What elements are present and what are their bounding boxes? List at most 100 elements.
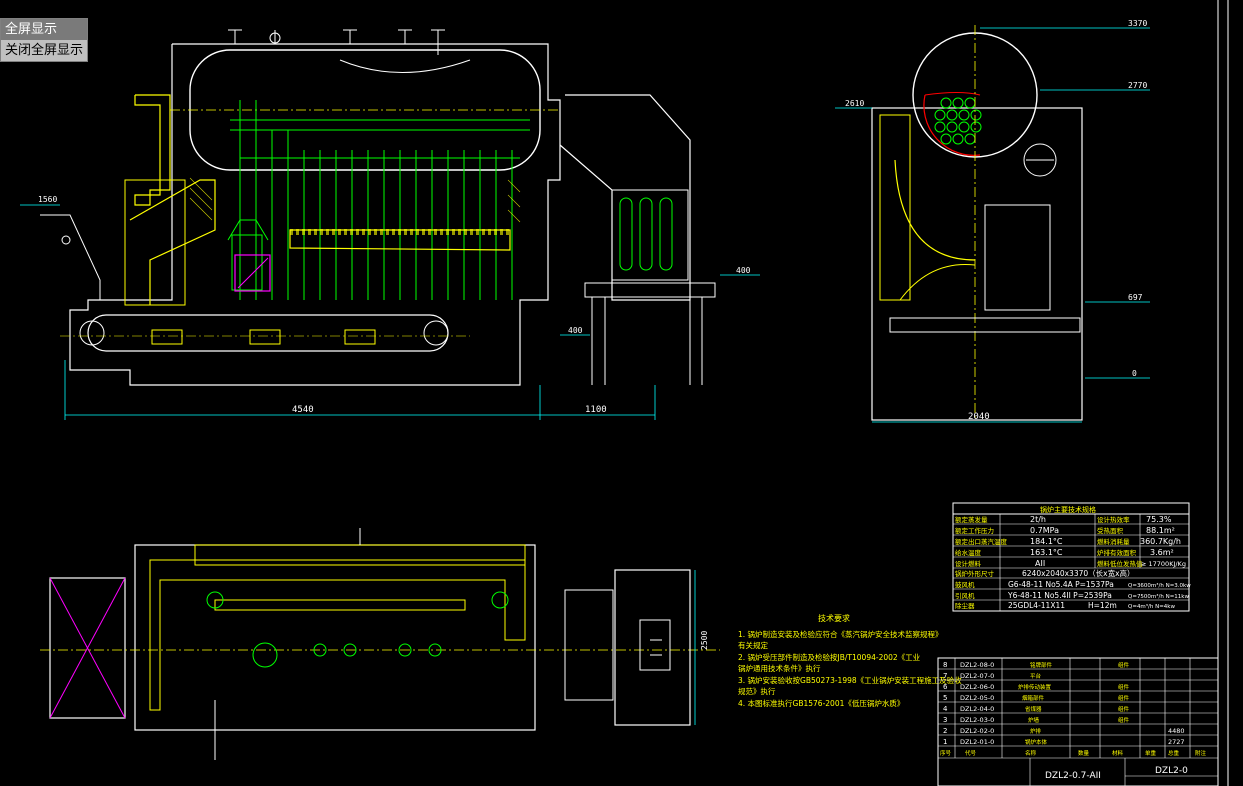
part-r0-name: 铭牌部件	[1030, 661, 1053, 669]
part-r4-code: DZL2-04-0	[960, 705, 994, 713]
part-r2-note: 组件	[1118, 683, 1130, 691]
part-r7-code: DZL2-01-0	[960, 738, 994, 746]
part-r7-weight: 2727	[1168, 738, 1185, 746]
parts-header-total-weight: 总重	[1168, 749, 1180, 757]
dim-side-top: 3370	[1128, 19, 1147, 28]
title-block-drawing-no: DZL2-0	[1155, 766, 1188, 776]
spec-table-title: 锅炉主要技术规格	[1040, 505, 1096, 514]
spec-r5-c0: 锅炉外形尺寸	[955, 569, 995, 578]
spec-r4-c1: AII	[1035, 559, 1045, 568]
spec-r0-c3: 75.3%	[1146, 515, 1172, 524]
spec-r3-c3: 3.6m²	[1150, 548, 1174, 557]
spec-r8-c3: Q=4m³/h N=4kw	[1128, 603, 1175, 610]
part-r2-no: 6	[943, 683, 948, 691]
part-r6-weight: 4480	[1168, 727, 1185, 735]
dim-front-left-height: 1560	[38, 195, 57, 204]
part-r3-code: DZL2-05-0	[960, 694, 994, 702]
part-r7-name: 锅炉本体	[1025, 738, 1048, 746]
parts-header-material: 材料	[1112, 749, 1124, 757]
spec-r2-c2: 燃料消耗量	[1097, 537, 1130, 546]
part-r5-note: 组件	[1118, 716, 1130, 724]
dim-front-400-a: 400	[736, 266, 751, 275]
dim-side-left: 2610	[845, 99, 864, 108]
dim-plan-height: 2500	[700, 631, 709, 650]
parts-header-no: 序号	[940, 749, 952, 757]
spec-table-cells: 额定蒸发量 2t/h 设计热效率 75.3% 额定工作压力 0.7MPa 受热面…	[955, 515, 1191, 610]
notes-line-4: 锅炉通用技术条件》执行	[738, 663, 821, 673]
spec-r0-c0: 额定蒸发量	[955, 515, 988, 524]
parts-header-unit-weight: 单重	[1145, 749, 1157, 757]
spec-r5-c1: 6240x2040x3370（长x宽x高）	[1022, 568, 1135, 578]
spec-r1-c3: 88.1m²	[1146, 526, 1175, 535]
notes-line-1: 1. 锅炉制造安装及检验应符合《蒸汽锅炉安全技术监察规程》	[738, 629, 943, 639]
parts-header-name: 名称	[1025, 749, 1037, 757]
title-block-model: DZL2-0.7-AII	[1045, 771, 1101, 781]
dim-side-zero: 0	[1132, 369, 1137, 378]
part-r4-name: 省煤器	[1025, 705, 1042, 713]
spec-r8-c1: 25GDL4-11X11	[1008, 601, 1065, 610]
parts-header-remark: 附注	[1195, 749, 1207, 757]
part-r1-name: 平台	[1030, 672, 1042, 680]
notes-line-7: 4. 本图标准执行GB1576-2001《低压锅炉水质》	[738, 698, 904, 708]
part-r4-no: 4	[943, 705, 948, 713]
part-r3-name: 烟箱部件	[1022, 694, 1045, 702]
part-r6-code: DZL2-02-0	[960, 727, 994, 735]
spec-r4-c0: 设计燃料	[955, 559, 982, 568]
notes-line-6: 规范》执行	[738, 686, 776, 696]
notes-line-3: 2. 锅炉受压部件制造及检验按JB/T10094-2002《工业	[738, 652, 921, 662]
part-r3-no: 5	[943, 694, 947, 702]
part-r3-note: 组件	[1118, 694, 1130, 702]
dim-front-width: 4540	[292, 405, 314, 415]
notes-line-5: 3. 锅炉安装验收按GB50273-1998《工业锅炉安装工程施工及验收	[738, 675, 962, 685]
part-r1-code: DZL2-07-0	[960, 672, 994, 680]
front-elevation-view	[20, 29, 760, 420]
spec-r0-c2: 设计热效率	[1097, 515, 1130, 524]
parts-list-cells: 8 DZL2-08-0 铭牌部件 组件 7 DZL2-07-0 平台 6 DZL…	[940, 661, 1207, 781]
spec-r2-c0: 额定出口蒸汽温度	[955, 537, 1008, 546]
part-r5-code: DZL2-03-0	[960, 716, 994, 724]
spec-r8-c2: H=12m	[1088, 601, 1117, 610]
spec-r1-c0: 额定工作压力	[955, 526, 994, 535]
fullscreen-context-menu: 全屏显示 关闭全屏显示	[0, 18, 88, 62]
part-r2-name: 炉排传动装置	[1018, 683, 1052, 691]
dim-side-low: 697	[1128, 293, 1143, 302]
parts-header-code: 代号	[965, 749, 977, 757]
part-r0-no: 8	[943, 661, 947, 669]
spec-r0-c1: 2t/h	[1030, 515, 1046, 524]
spec-table: 锅炉主要技术规格	[952, 502, 1190, 612]
spec-r7-c2: Q=7500m³/h N=11kw	[1128, 593, 1189, 600]
spec-r7-c0: 引风机	[955, 591, 975, 600]
dim-front-right: 1100	[585, 405, 607, 415]
spec-r8-c0: 除尘器	[955, 601, 975, 610]
menu-item-exit-fullscreen[interactable]: 关闭全屏显示	[5, 43, 84, 58]
spec-r1-c2: 受热面积	[1097, 526, 1124, 535]
spec-r2-c1: 184.1°C	[1030, 537, 1063, 546]
spec-r2-c3: 360.7Kg/h	[1140, 537, 1181, 546]
spec-r7-c1: Y6-48-11 No5.4II P=2539Pa	[1007, 591, 1112, 600]
spec-r4-c2: 燃料低位发热值	[1097, 559, 1143, 568]
spec-r6-c0: 鼓风机	[955, 580, 975, 589]
spec-r3-c0: 给水温度	[955, 548, 982, 557]
dim-front-400-b: 400	[568, 326, 583, 335]
part-r4-note: 组件	[1118, 705, 1130, 713]
side-elevation-view	[835, 25, 1150, 423]
notes-line-2: 有关规定	[738, 640, 768, 650]
part-r5-no: 3	[943, 716, 947, 724]
part-r5-name: 炉墙	[1028, 716, 1040, 724]
part-r6-name: 炉排	[1030, 727, 1042, 735]
spec-r3-c2: 炉排有效面积	[1097, 548, 1137, 557]
part-r0-code: DZL2-08-0	[960, 661, 994, 669]
notes-title: 技术要求	[818, 613, 850, 623]
dim-side-width: 2040	[968, 412, 990, 422]
menu-item-fullscreen[interactable]: 全屏显示	[1, 19, 87, 40]
part-r2-code: DZL2-06-0	[960, 683, 994, 691]
spec-r3-c1: 163.1°C	[1030, 548, 1063, 557]
parts-list-table	[937, 657, 1219, 786]
spec-r6-c1: G6-48-11 No5.4A P=1537Pa	[1008, 580, 1114, 589]
technical-notes: 技术要求 1. 锅炉制造安装及检验应符合《蒸汽锅炉安全技术监察规程》 有关规定 …	[738, 613, 962, 708]
part-r6-no: 2	[943, 727, 947, 735]
part-r1-no: 7	[943, 672, 947, 680]
spec-r6-c2: Q=3600m³/h N=3.0kw	[1128, 582, 1191, 589]
dim-side-mid: 2770	[1128, 81, 1147, 90]
